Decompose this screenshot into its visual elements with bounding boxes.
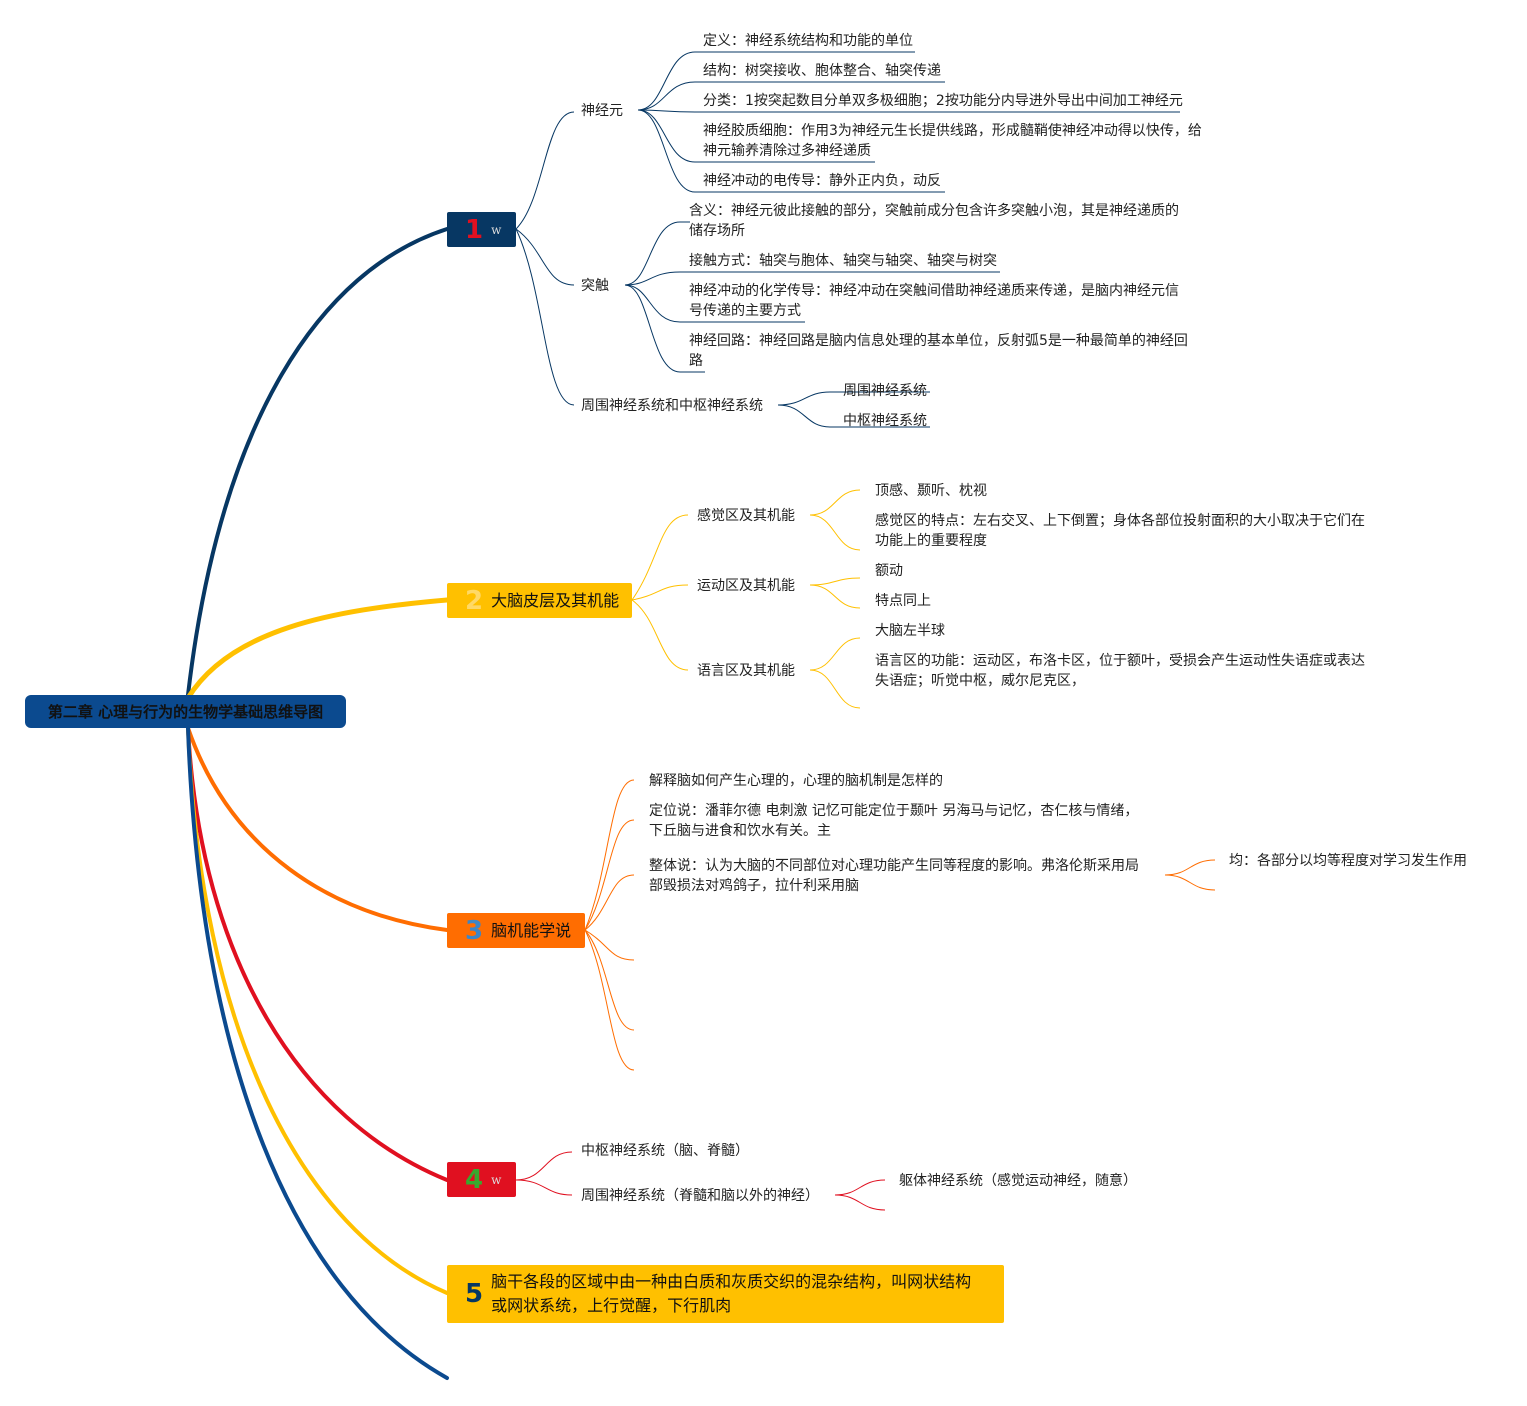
branch-4-label: w: [491, 1172, 502, 1187]
motor-area-item[interactable]: 额动: [875, 563, 903, 579]
nervous-systems-item[interactable]: 周围神经系统: [843, 383, 927, 399]
branch-5-number: 5: [465, 1279, 484, 1309]
neuron-item[interactable]: 神经冲动的电传导：静外正内负，动反: [703, 173, 941, 189]
synapse-item[interactable]: 接触方式：轴突与胞体、轴突与轴突、轴突与树突: [689, 253, 997, 269]
synapse-item[interactable]: 含义：神经元彼此接触的部分，突触前成分包含许多突触小泡，其是神经递质的储存场所: [689, 203, 1179, 239]
somatic-ns-item[interactable]: 躯体神经系统（感觉运动神经，随意）: [899, 1173, 1137, 1189]
language-area-item[interactable]: 语言区的功能：运动区，布洛卡区，位于额叶，受损会产生运动性失语症或表达失语症；听…: [875, 653, 1365, 689]
root-branch-4: [186, 726, 449, 1182]
synapse-item[interactable]: 神经回路：神经回路是脑内信息处理的基本单位，反射弧5是一种最简单的神经回路: [689, 333, 1188, 369]
branch-2-label: 大脑皮层及其机能: [491, 590, 620, 610]
branch-3-number: 3: [465, 915, 484, 946]
neuron-item[interactable]: 神经胶质细胞：作用3为神经元生长提供线路，形成髓鞘使神经冲动得以快传，给神元输养…: [703, 123, 1202, 159]
neuron-item[interactable]: 分类：1按突起数目分单双多极细胞；2按功能分内导进外导出中间加工神经元: [703, 93, 1183, 109]
branch-1-number: 1: [465, 214, 484, 245]
branch-1-node[interactable]: 1 w: [447, 212, 516, 247]
sensory-area-node[interactable]: 感觉区及其机能: [697, 508, 795, 524]
brain-theory-item[interactable]: 解释脑如何产生心理的，心理的脑机制是怎样的: [649, 773, 943, 789]
motor-area-item[interactable]: 特点同上: [875, 593, 931, 609]
nervous-systems-item[interactable]: 中枢神经系统: [843, 413, 927, 429]
cns-item[interactable]: 中枢神经系统（脑、脊髓）: [581, 1143, 749, 1159]
branch-5-node[interactable]: 5 脑干各段的区域中由一种由白质和灰质交织的混杂结构，叫网状结构或网状系统，上行…: [447, 1265, 1004, 1323]
root-node[interactable]: 第二章 心理与行为的生物学基础思维导图: [25, 695, 346, 728]
language-area-node[interactable]: 语言区及其机能: [697, 663, 795, 679]
branch-5-label: 脑干各段的区域中由一种由白质和灰质交织的混杂结构，叫网状结构或网状系统，上行觉醒…: [491, 1272, 972, 1315]
root-branch-2: [185, 597, 450, 701]
language-area-item[interactable]: 大脑左半球: [875, 623, 945, 639]
sensory-area-item[interactable]: 感觉区的特点：左右交叉、上下倒置；身体各部位投射面积的大小取决于它们在功能上的重…: [875, 513, 1365, 549]
neuron-item[interactable]: 定义：神经系统结构和功能的单位: [703, 33, 913, 49]
brain-theory-item[interactable]: 整体说：认为大脑的不同部位对心理功能产生同等程度的影响。弗洛伦斯采用局部毁损法对…: [649, 858, 1139, 894]
synapse-item[interactable]: 神经冲动的化学传导：神经冲动在突触间借助神经递质来传递，是脑内神经元信号传递的主…: [689, 283, 1179, 319]
brain-theory-item[interactable]: 定位说：潘菲尔德 电刺激 记忆可能定位于颞叶 另海马与记忆，杏仁核与情绪，下丘脑…: [649, 803, 1139, 839]
root-branch-5: [186, 726, 449, 1295]
branch-4-node[interactable]: 4 w: [447, 1162, 516, 1197]
branch-4-number: 4: [465, 1164, 484, 1195]
branch-3-node[interactable]: 3 脑机能学说: [447, 913, 585, 948]
root-branch-6: [186, 726, 449, 1380]
root-branch-1: [186, 227, 449, 697]
synapse-node[interactable]: 突触: [581, 278, 609, 294]
sensory-area-item[interactable]: 顶感、颞听、枕视: [875, 483, 987, 499]
branch-2-node[interactable]: 2 大脑皮层及其机能: [447, 583, 632, 618]
holistic-sub-item[interactable]: 均：各部分以均等程度对学习发生作用: [1229, 853, 1467, 869]
neuron-node[interactable]: 神经元: [581, 103, 623, 119]
motor-area-node[interactable]: 运动区及其机能: [697, 578, 795, 594]
branch-3-label: 脑机能学说: [491, 920, 572, 940]
root-title: 第二章 心理与行为的生物学基础思维导图: [47, 703, 324, 721]
pns-item[interactable]: 周围神经系统（脊髓和脑以外的神经）: [581, 1188, 819, 1204]
branch-2-number: 2: [465, 585, 484, 616]
neuron-item[interactable]: 结构：树突接收、胞体整合、轴突传递: [703, 63, 941, 79]
nervous-systems-node[interactable]: 周围神经系统和中枢神经系统: [581, 398, 763, 414]
branch-1-label: w: [491, 222, 502, 237]
root-branch-3: [186, 726, 449, 932]
